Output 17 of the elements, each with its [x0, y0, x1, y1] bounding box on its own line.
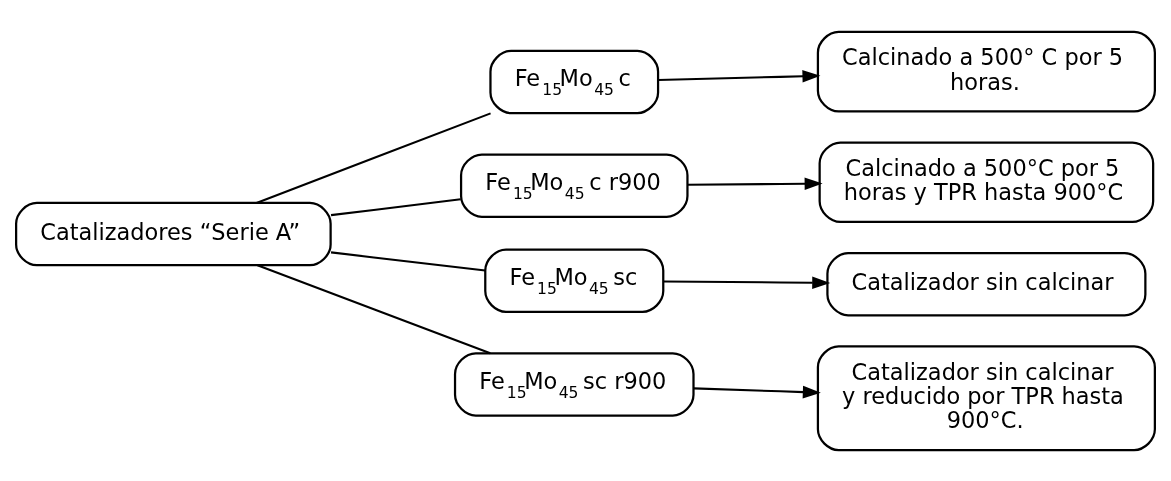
arrow — [663, 275, 831, 289]
node-box: Fe$_{15}$Mo$_{45}$ c r900 — [459, 152, 689, 218]
node-box: Fe$_{15}$Mo$_{45}$ c — [489, 49, 660, 114]
connector — [330, 250, 486, 272]
connector — [330, 197, 461, 216]
node-box: Catalizadores “Serie A” — [15, 201, 332, 266]
arrow — [658, 69, 821, 83]
connector — [256, 111, 491, 204]
node-box: Calcinado a 500°C por 5 horas y TPR hasta 900°C — [818, 140, 1155, 223]
connector — [257, 263, 491, 354]
arrow — [693, 385, 821, 398]
arrow — [687, 176, 823, 190]
node-box: Catalizador sin calcinar y reducido por TPR hasta 900°C. — [816, 344, 1156, 451]
node-box: Fe$_{15}$Mo$_{45}$ sc — [484, 248, 665, 313]
node-box: Calcinado a 500° C por 5 horas. — [816, 30, 1156, 113]
node-box: Fe$_{15}$Mo$_{45}$ sc r900 — [453, 351, 695, 417]
node-box: Catalizador sin calcinar — [826, 251, 1147, 316]
